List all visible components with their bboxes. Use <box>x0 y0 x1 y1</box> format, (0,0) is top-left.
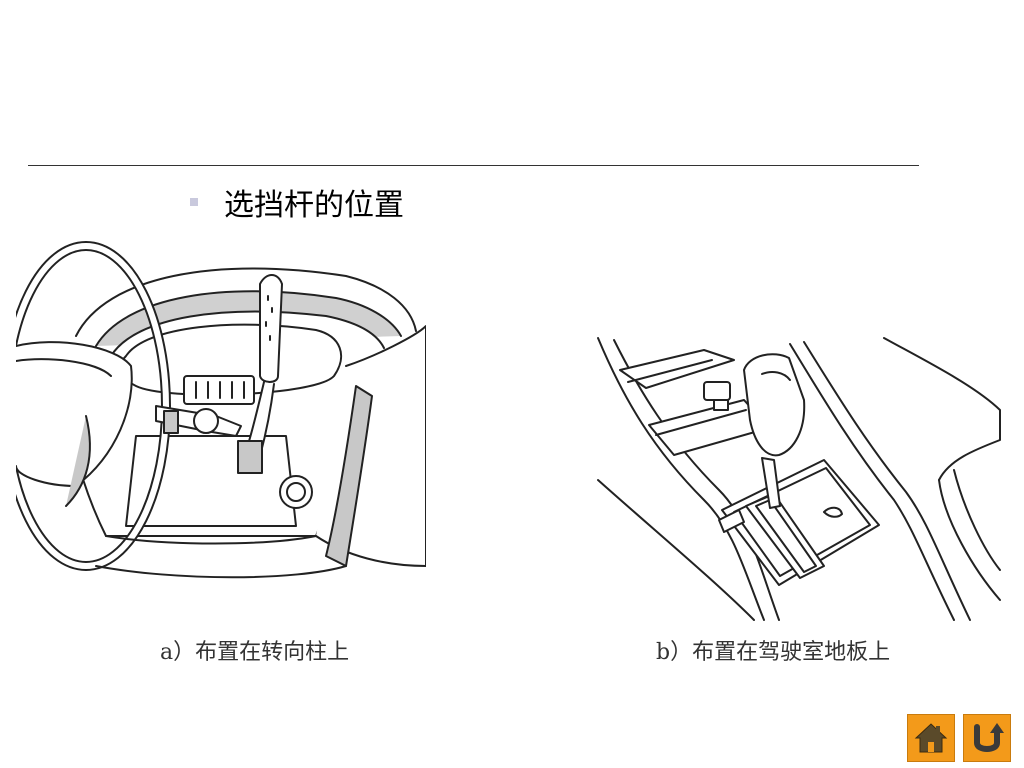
slide-title: 选挡杆的位置 <box>224 188 404 223</box>
header-divider <box>28 165 919 166</box>
bullet-item: 选挡杆的位置 <box>190 180 404 224</box>
home-icon <box>914 723 948 753</box>
return-button[interactable] <box>963 714 1011 762</box>
square-bullet-icon <box>190 198 198 206</box>
figure-b-caption: b）布置在驾驶室地板上 <box>656 640 891 665</box>
figure-a-caption: a）布置在转向柱上 <box>160 640 350 665</box>
home-button[interactable] <box>907 714 955 762</box>
floor-console-shifter-illustration <box>597 337 1001 621</box>
steering-column-shifter-illustration <box>16 241 426 579</box>
return-arrow-icon <box>974 723 1004 752</box>
